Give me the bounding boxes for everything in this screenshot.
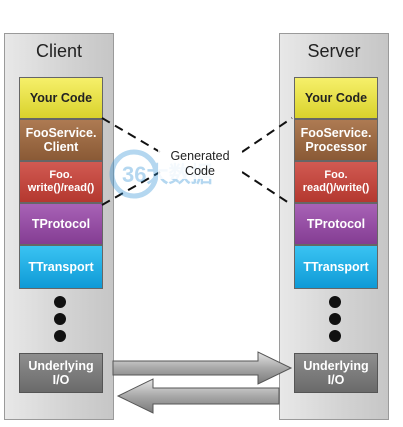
server-your-code-box: Your Code (294, 77, 378, 119)
dashed-line (241, 117, 293, 153)
generated-code-dashed-lines (101, 117, 293, 206)
server-column: Server Your Code FooService. Processor F… (279, 33, 389, 420)
client-your-code-box: Your Code (19, 77, 103, 119)
client-io-box: Underlying I/O (19, 353, 103, 393)
client-title: Client (35, 41, 83, 61)
client-write-read-box: Foo. write()/read() (19, 161, 103, 203)
server-protocol-box: TProtocol (294, 203, 378, 245)
server-title: Server (307, 41, 361, 61)
server-service-box: FooService. Processor (294, 119, 378, 161)
request-arrow (112, 351, 293, 385)
server-ellipsis-dot (329, 330, 341, 342)
dashed-line (101, 117, 161, 153)
client-service-box: FooService. Client (19, 119, 103, 161)
dashed-line (241, 171, 293, 206)
client-ellipsis-dot (54, 296, 66, 308)
client-ellipsis-dot (54, 330, 66, 342)
server-read-write-box: Foo. read()/write() (294, 161, 378, 203)
server-transport-box: TTransport (294, 245, 378, 289)
dashed-line (101, 171, 161, 206)
client-ellipsis-dot (54, 313, 66, 325)
client-column: Client Your Code FooService. Client Foo.… (4, 33, 114, 420)
server-ellipsis-dot (329, 313, 341, 325)
watermark-circle (109, 149, 159, 199)
server-ellipsis-dot (329, 296, 341, 308)
generated-code-label: Generated Code (158, 149, 242, 179)
client-protocol-box: TProtocol (19, 203, 103, 245)
server-io-box: Underlying I/O (294, 353, 378, 393)
response-arrow (116, 378, 280, 414)
client-transport-box: TTransport (19, 245, 103, 289)
